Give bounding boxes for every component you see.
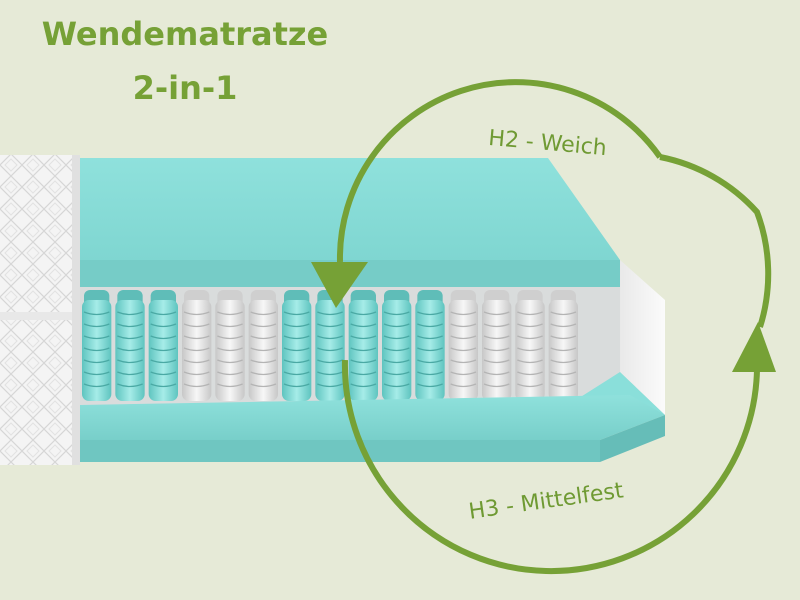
label-bottom: H3 - Mittelfest	[467, 478, 625, 524]
pocket-springs	[82, 290, 578, 401]
bottom-foam-layer	[80, 372, 665, 462]
pocket-spring-white	[482, 290, 512, 401]
pocket-spring-turquoise	[148, 290, 178, 401]
pocket-spring-white	[448, 290, 478, 401]
pocket-spring-turquoise	[415, 290, 445, 401]
upper-arc	[336, 79, 663, 263]
pocket-spring-turquoise	[315, 290, 345, 401]
pocket-spring-turquoise	[282, 290, 312, 401]
title-line-1: Wendematratze	[41, 15, 329, 53]
pocket-spring-turquoise	[382, 290, 412, 401]
pocket-spring-turquoise	[348, 290, 378, 401]
label-top: H2 - Weich	[487, 126, 607, 161]
arrow-up-icon	[732, 322, 776, 372]
title-line-2: 2-in-1	[132, 69, 238, 107]
pocket-spring-white	[515, 290, 545, 401]
pocket-spring-white	[548, 290, 578, 401]
pocket-spring-turquoise	[115, 290, 145, 401]
rotation-arrows	[311, 79, 776, 575]
lower-arc	[341, 359, 760, 575]
pocket-spring-turquoise	[82, 290, 112, 401]
arrow-down-icon	[311, 262, 368, 308]
quilted-cover	[0, 155, 80, 465]
side-cover	[620, 260, 665, 415]
pocket-spring-white	[182, 290, 212, 401]
pocket-spring-white	[248, 290, 278, 401]
pocket-spring-white	[215, 290, 245, 401]
